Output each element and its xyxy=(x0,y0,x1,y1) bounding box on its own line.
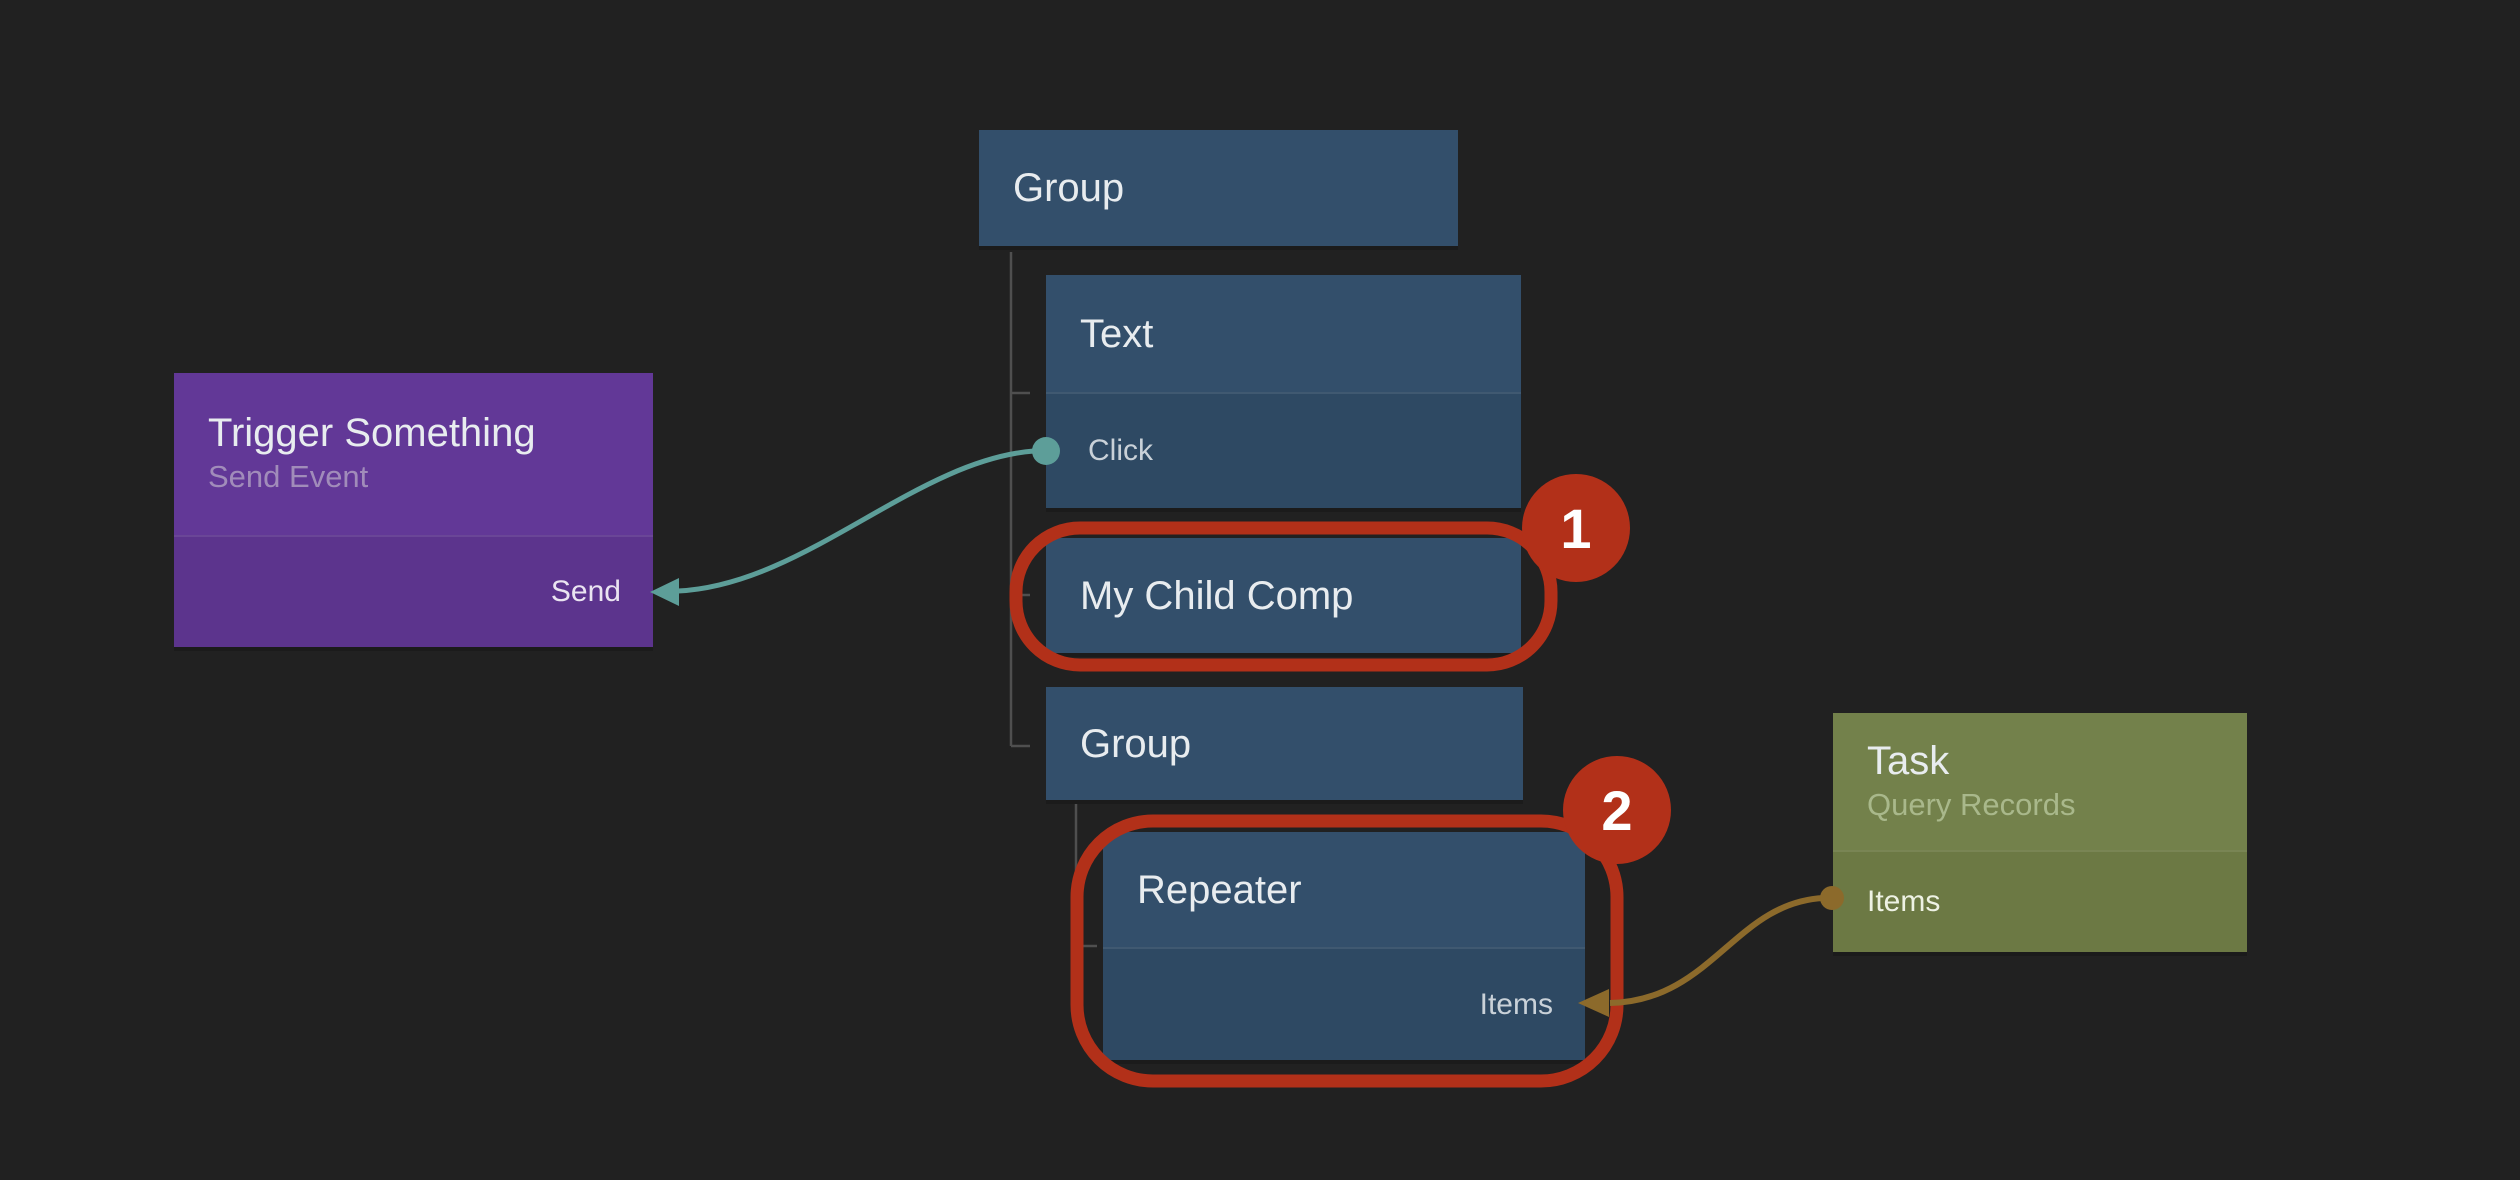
node-title: Group xyxy=(1080,721,1192,766)
node-text[interactable]: Text Click xyxy=(1046,275,1521,508)
node-ports: Send xyxy=(174,535,653,647)
connection-wire[interactable] xyxy=(677,448,1035,594)
node-title: Task xyxy=(1867,738,1950,783)
node-title: Trigger Something xyxy=(208,411,536,456)
port-click-output[interactable]: Click xyxy=(1088,434,1153,467)
node-trigger-something[interactable]: Trigger Something Send Event Send xyxy=(174,373,653,647)
node-ports: Items xyxy=(1833,850,2247,952)
node-header: Text xyxy=(1046,275,1521,392)
port-send-input[interactable]: Send xyxy=(550,575,621,608)
node-header: Group xyxy=(979,130,1458,246)
node-ports: Items xyxy=(1103,947,1585,1060)
node-repeater[interactable]: Repeater Items xyxy=(1103,832,1585,1060)
annotation-ring-1 xyxy=(1009,521,1558,672)
node-header: My Child Comp xyxy=(1046,538,1521,653)
node-title: My Child Comp xyxy=(1080,573,1354,618)
click-port-dot-icon[interactable] xyxy=(1032,437,1060,465)
node-task-query-records[interactable]: Task Query Records Items xyxy=(1833,713,2247,952)
annotation-badge-1: 1 xyxy=(1522,474,1630,582)
badge-number: 2 xyxy=(1601,778,1633,842)
node-header: Repeater xyxy=(1103,832,1585,947)
node-group-root[interactable]: Group xyxy=(979,130,1458,246)
node-subtitle: Send Event xyxy=(208,459,369,495)
node-header: Group xyxy=(1046,687,1523,800)
annotation-ring-2 xyxy=(1070,814,1624,1088)
port-items-output[interactable]: Items xyxy=(1867,885,1941,918)
connection-items-to-items[interactable] xyxy=(1578,886,1844,1017)
arrowhead-icon xyxy=(1578,989,1609,1017)
connection-click-to-send[interactable] xyxy=(650,437,1060,606)
badge-number: 1 xyxy=(1560,496,1592,560)
node-title: Repeater xyxy=(1137,867,1302,912)
arrowhead-icon xyxy=(650,578,679,606)
node-header: Trigger Something Send Event xyxy=(174,373,653,535)
items-port-dot-icon[interactable] xyxy=(1820,886,1844,910)
port-items-input[interactable]: Items xyxy=(1479,987,1553,1021)
node-ports: Click xyxy=(1046,392,1521,508)
connection-wire[interactable] xyxy=(1609,895,1825,1006)
annotation-badge-2: 2 xyxy=(1563,756,1671,864)
node-title: Group xyxy=(1013,166,1125,210)
node-title: Text xyxy=(1080,311,1154,356)
node-header: Task Query Records xyxy=(1833,713,2247,850)
node-subtitle: Query Records xyxy=(1867,786,2076,822)
node-group-child[interactable]: Group xyxy=(1046,687,1523,800)
node-my-child-comp[interactable]: My Child Comp xyxy=(1046,538,1521,653)
